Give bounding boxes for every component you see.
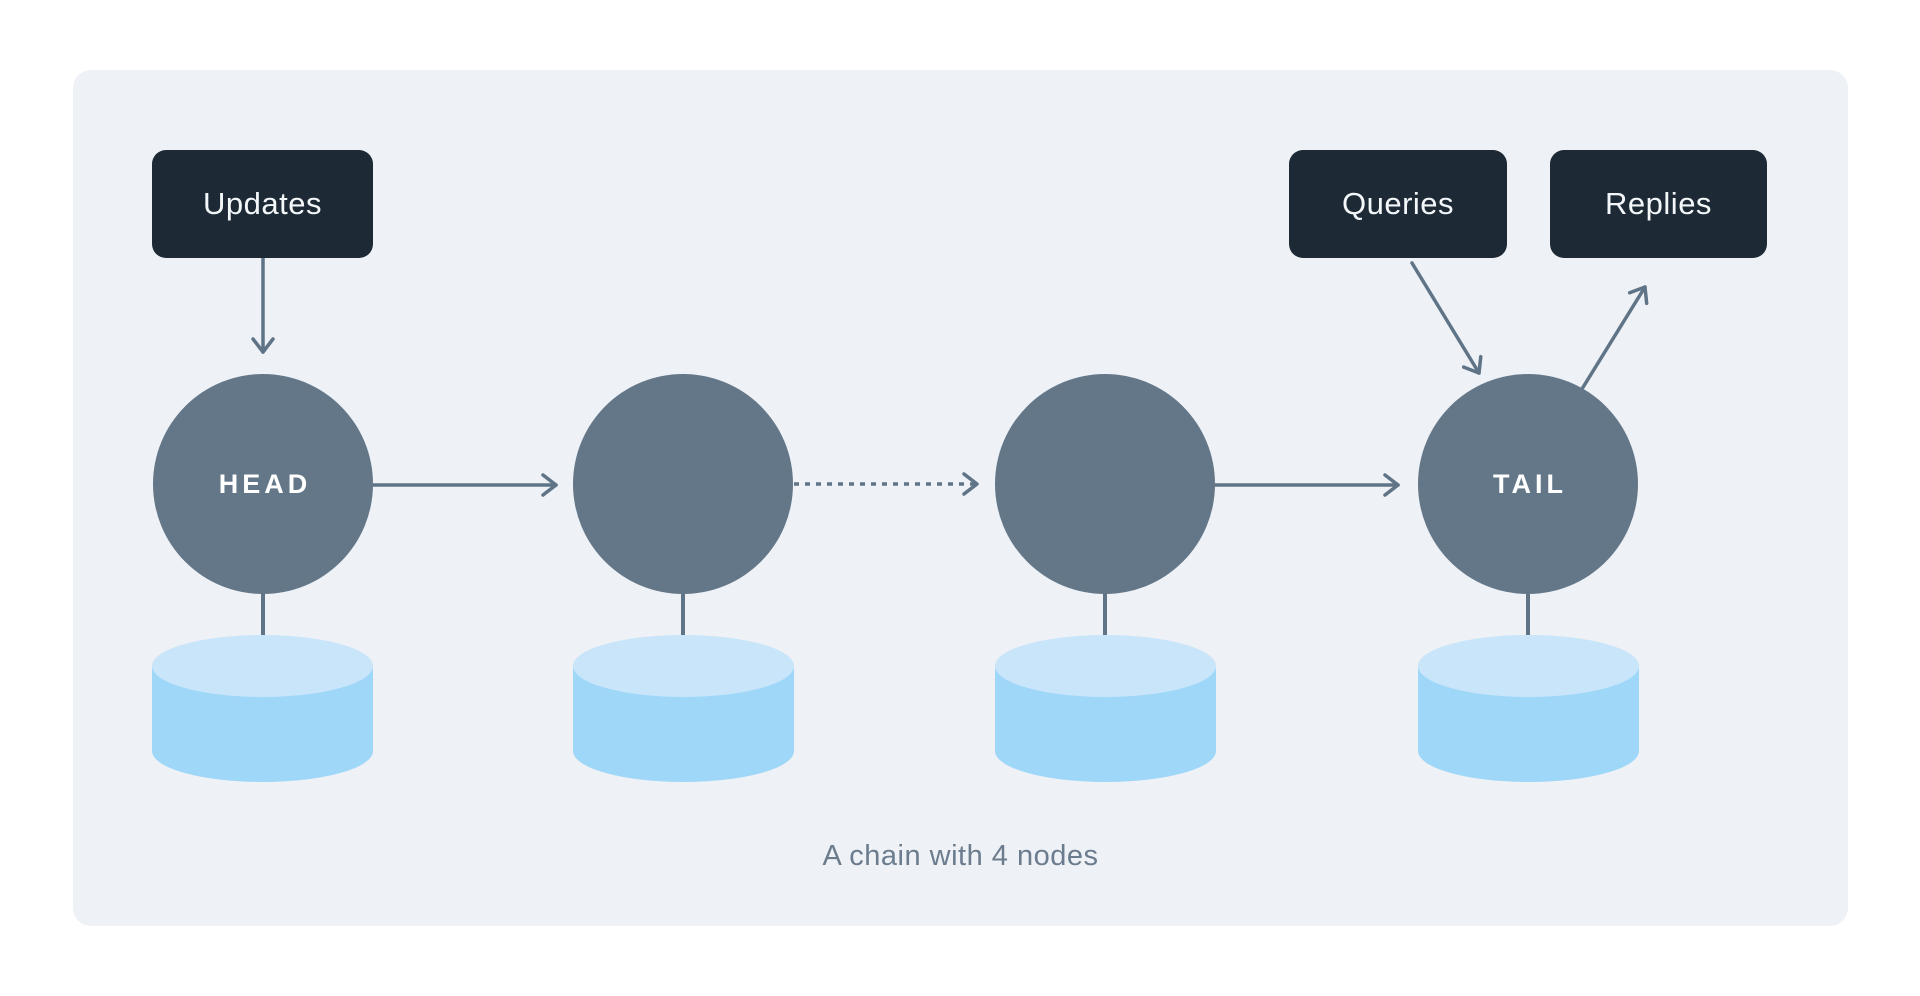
tail-node-label: TAIL [1493,468,1567,499]
head-node: HEAD [153,374,373,594]
connector-layer [251,256,1649,652]
queries-label-box: Queries [1289,150,1507,258]
tail-database-cylinder-icon [1418,635,1639,782]
diagram-panel: Updates Queries Replies HEAD TAIL [73,70,1848,926]
updates-label-box: Updates [152,150,373,258]
cylinder-top [995,635,1216,697]
tail-node: TAIL [1418,374,1638,594]
cylinder-top [1418,635,1639,697]
replies-label: Replies [1605,186,1712,221]
replies-label-box: Replies [1550,150,1767,258]
queries-to-tail-arrow [1410,261,1483,375]
cylinder-top [152,635,373,697]
tail-to-replies-arrow [1575,285,1649,399]
queries-label: Queries [1341,186,1455,221]
cylinder-top [573,635,794,697]
head-database-cylinder-icon [152,635,373,782]
diagram-caption: A chain with 4 nodes [822,840,1099,872]
replica2-database-cylinder-icon [995,635,1216,782]
head-node-label: HEAD [218,468,312,499]
updates-label: Updates [203,186,322,221]
replica-node-2 [995,374,1215,594]
replica1-database-cylinder-icon [573,635,794,782]
replica-node-1 [573,374,793,594]
